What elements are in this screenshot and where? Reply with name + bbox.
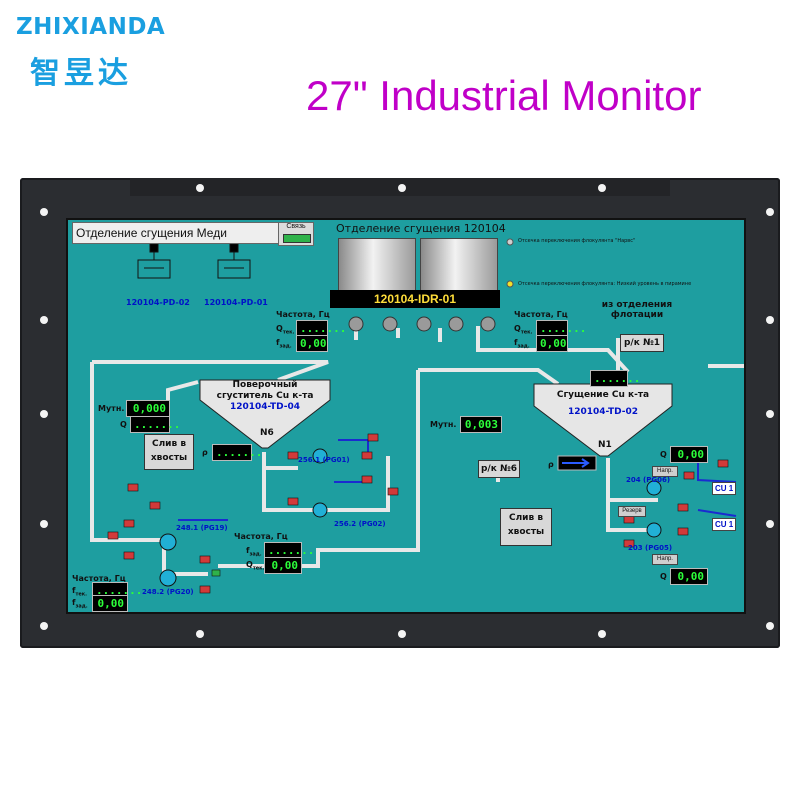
- turbidity-readout-left: 0,000: [126, 400, 170, 417]
- pump-pd02-label: 120104-PD-02: [126, 298, 190, 307]
- q-label-bottom-left: fтек.: [72, 586, 88, 598]
- turbidity-readout-right: 0,003: [460, 416, 502, 433]
- cu1-tag: CU 1: [712, 482, 737, 495]
- mount-hole-icon: [196, 184, 204, 192]
- napr-box-1[interactable]: Напр.: [652, 466, 678, 477]
- reserve-box[interactable]: Резерв: [618, 506, 646, 517]
- drum-filter-tag: 120104-IDR-01: [330, 290, 500, 308]
- mount-hole-icon: [766, 622, 774, 630]
- q-readout-bottom-left: .......: [92, 582, 142, 599]
- f-readout-top-right: 0,00: [536, 335, 568, 352]
- q-readout-right-bottom: 0,00: [670, 568, 708, 585]
- rho-readout-left: .......: [212, 444, 262, 461]
- q-label-top-right: Qтек.: [514, 324, 533, 336]
- turbidity-label-left: Мутн.: [98, 404, 125, 413]
- q-label-mid: Qтек.: [246, 560, 265, 572]
- f-label-mid: fзад.: [246, 546, 262, 558]
- rho-readout-right-top: .......: [590, 370, 640, 387]
- legend-item-1: Отсечка переключения флокулянта "Нарвс": [518, 238, 636, 244]
- mount-hole-icon: [766, 410, 774, 418]
- f-label-top-left: fзад.: [276, 338, 292, 350]
- mount-hole-icon: [766, 208, 774, 216]
- cu1-tag-2: CU 1: [712, 518, 737, 531]
- rho-label-left: ρ: [202, 448, 208, 457]
- mount-hole-icon: [398, 184, 406, 192]
- legend-item-2: Отсечка переключения флокулянта: Низкий …: [518, 281, 692, 287]
- f-label-top-right: fзад.: [514, 338, 530, 350]
- mount-hole-icon: [598, 630, 606, 638]
- thickener-left-label: Поверочный сгуститель Cu к-та 120104-TD-…: [216, 380, 314, 412]
- pump-248-2-label: 248.2 (PG20): [142, 588, 194, 596]
- brand-name: ZHIXIANDA: [16, 14, 166, 40]
- mount-hole-icon: [766, 520, 774, 528]
- pump-248-1-label: 248.1 (PG19): [176, 524, 228, 532]
- mount-hole-icon: [40, 520, 48, 528]
- mount-hole-icon: [40, 208, 48, 216]
- mount-hole-icon: [40, 622, 48, 630]
- pk6-box[interactable]: р/к №6: [478, 460, 520, 478]
- pk1-box[interactable]: р/к №1: [620, 334, 664, 352]
- freq-label-top-right: Частота, Гц: [514, 310, 568, 319]
- freq-label-bottom-left: Частота, Гц: [72, 574, 126, 583]
- thickener-right-hopper: [533, 383, 673, 457]
- f-readout-top-left: 0,00: [296, 335, 328, 352]
- napr-box-2[interactable]: Напр.: [652, 554, 678, 565]
- f-label-bottom-left: fзад.: [72, 598, 88, 610]
- scada-screen: Отделение сгущения Меди Связь Отделение …: [66, 218, 746, 614]
- tank-left: [338, 238, 416, 292]
- q-label-right-top: Q: [660, 450, 667, 459]
- freq-label-top-left: Частота, Гц: [276, 310, 330, 319]
- f-readout-bottom-left: 0,00: [92, 595, 128, 612]
- link-indicator: [283, 234, 311, 243]
- f-readout-mid: 0,00: [264, 557, 302, 574]
- q-label-right-bottom: Q: [660, 572, 667, 581]
- pump-pd01-label: 120104-PD-01: [204, 298, 268, 307]
- pump-256-1-label: 256.1 (PG01): [298, 456, 350, 464]
- thickener-right-n: N1: [598, 440, 612, 450]
- mount-hole-icon: [40, 410, 48, 418]
- rho-label-right: ρ: [548, 460, 554, 469]
- pump-256-2-label: 256.2 (PG02): [334, 520, 386, 528]
- thickener-left-hopper: [199, 379, 331, 449]
- flotation-label: из отделения флотации: [601, 300, 673, 320]
- mount-hole-icon: [196, 630, 204, 638]
- headline: 27" Industrial Monitor: [306, 72, 702, 119]
- freq-label-mid: Частота, Гц: [234, 532, 288, 541]
- q-readout-top-right: .......: [536, 320, 586, 337]
- link-status: Связь: [278, 222, 314, 246]
- tank-right: [420, 238, 498, 292]
- q-readout-top-left: .......: [296, 320, 346, 337]
- q-readout-left: .......: [130, 416, 180, 433]
- turbidity-label-right: Мутн.: [430, 420, 457, 429]
- mount-hole-icon: [398, 630, 406, 638]
- q-label-left: Q: [120, 420, 127, 429]
- mount-hole-icon: [766, 316, 774, 324]
- q-label-top-left: Qтек.: [276, 324, 295, 336]
- link-status-label: Связь: [286, 223, 306, 230]
- brand-name-chinese: 智昱达: [30, 56, 132, 91]
- thickener-left-n: N6: [260, 428, 274, 438]
- q-readout-right-top: 0,00: [670, 446, 708, 463]
- mount-hole-icon: [40, 316, 48, 324]
- window-title: Отделение сгущения Меди: [72, 222, 281, 244]
- thickener-right-label: Сгущение Cu к-та 120104-TD-02: [556, 390, 650, 417]
- pump-203-label: 203 (PG05): [628, 544, 673, 552]
- section-title: Отделение сгущения 120104: [336, 222, 506, 235]
- pump-204-label: 204 (PG06): [626, 476, 671, 484]
- mount-hole-icon: [598, 184, 606, 192]
